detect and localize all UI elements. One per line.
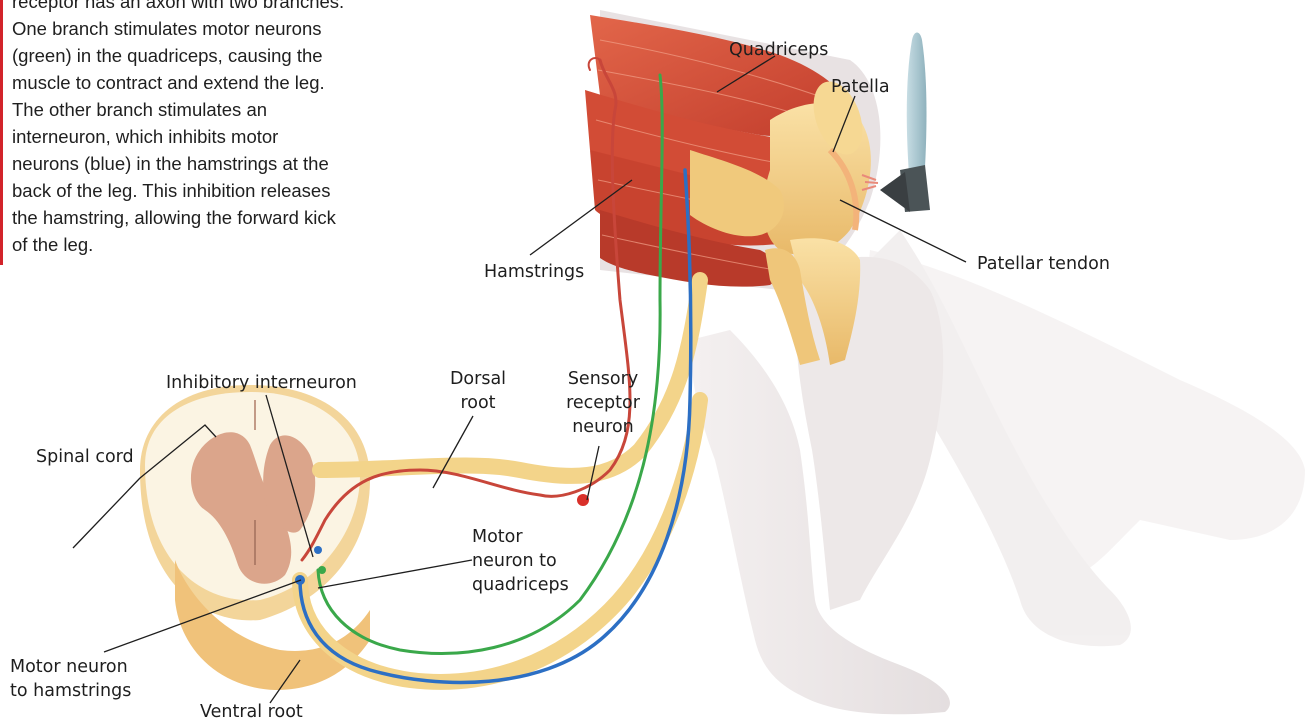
label-line: Sensory xyxy=(548,367,658,391)
label-inhibitory-interneuron: Inhibitory interneuron xyxy=(166,371,357,395)
label-motor-neuron-quadriceps: Motor neuron to quadriceps xyxy=(472,525,569,597)
label-line: Dorsal xyxy=(438,367,518,391)
label-patellar-tendon: Patellar tendon xyxy=(977,252,1110,276)
label-hamstrings: Hamstrings xyxy=(484,260,584,284)
label-quadriceps: Quadriceps xyxy=(729,38,828,62)
label-line: root xyxy=(438,391,518,415)
label-spinal-cord: Spinal cord xyxy=(36,445,134,469)
label-line: Motor xyxy=(472,525,569,549)
label-line: quadriceps xyxy=(472,573,569,597)
label-sensory-receptor-neuron: Sensory receptor neuron xyxy=(548,367,658,439)
lower-leg xyxy=(690,257,950,714)
label-ventral-root: Ventral root xyxy=(200,700,303,724)
label-dorsal-root: Dorsal root xyxy=(438,367,518,415)
label-line: receptor xyxy=(548,391,658,415)
label-line: neuron to xyxy=(472,549,569,573)
label-motor-neuron-hamstrings: Motor neuron to hamstrings xyxy=(10,655,131,703)
label-line: Motor neuron xyxy=(10,655,131,679)
label-patella: Patella xyxy=(831,75,890,99)
reflex-hammer xyxy=(880,33,930,213)
label-line: to hamstrings xyxy=(10,679,131,703)
label-line: neuron xyxy=(548,415,658,439)
